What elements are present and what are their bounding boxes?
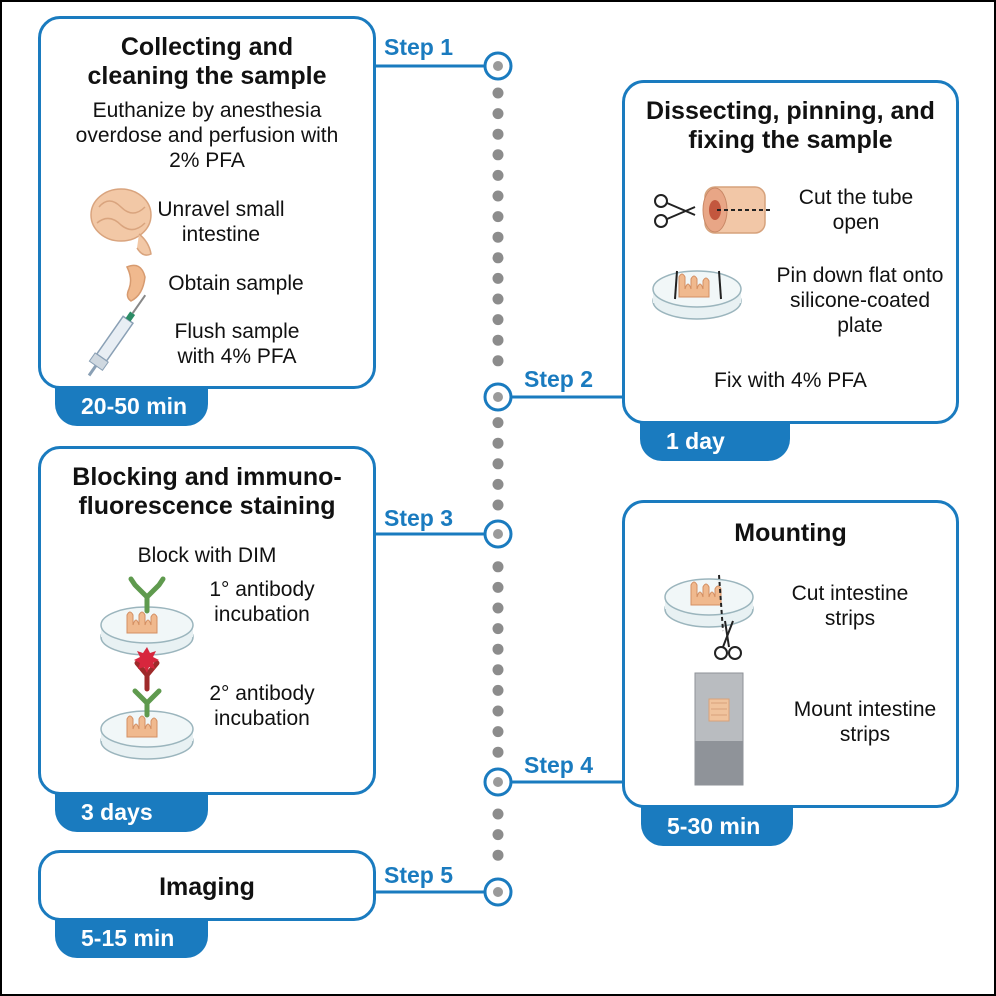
timeline-dot: [492, 499, 504, 511]
step-3-card: Blocking and immuno-fluorescence stainin…: [38, 446, 376, 795]
strip-cut-dish-icon: [664, 574, 754, 632]
timeline-dot: [492, 829, 504, 841]
timeline-dot: [492, 602, 504, 614]
step-2-label: Step 2: [524, 366, 594, 392]
timeline-dot: [492, 458, 504, 470]
step-4-line-2: Mount intestine strips: [793, 698, 937, 746]
timeline-dot: [492, 581, 504, 593]
timeline-dot: [492, 190, 504, 202]
sample-icon: [125, 264, 146, 302]
timeline-dot: [492, 705, 504, 717]
timeline-dot: [492, 664, 504, 676]
primary-antibody-dish-icon: [100, 576, 194, 656]
step-3-line-2: 1° antibody incubation: [209, 578, 315, 626]
step-3-label: Step 3: [384, 505, 454, 531]
timeline-dot: [492, 643, 504, 655]
timeline-dot: [492, 314, 504, 326]
timeline-dot: [492, 623, 504, 635]
step-2-title: Dissecting, pinning, and fixing the samp…: [646, 97, 935, 154]
timeline-node-4: [483, 767, 513, 797]
timeline-dot: [492, 849, 504, 861]
syringe-icon: [87, 294, 147, 377]
timeline-node-2: [483, 382, 513, 412]
step-5-duration: 5-15 min: [55, 918, 208, 958]
timeline-dot: [492, 128, 504, 140]
step-2-line-2: Pin down flat onto silicone-coated plate: [776, 264, 944, 337]
timeline-dot: [492, 231, 504, 243]
step-5-label: Step 5: [384, 862, 454, 888]
step-3-title: Blocking and immuno-fluorescence stainin…: [72, 463, 342, 520]
step-1-title: Collecting and cleaning the sample: [87, 33, 327, 90]
step-1-line-3: Obtain sample: [168, 272, 304, 295]
step-4-card: Mounting Cut intestine strips Mount inte…: [622, 500, 959, 808]
timeline-dot: [492, 726, 504, 738]
step-4-illustrations: [664, 574, 754, 786]
timeline-node-1: [483, 51, 513, 81]
tube-icon: [702, 186, 773, 234]
timeline-dot: [492, 684, 504, 696]
step-2-line-1: Cut the tube open: [798, 186, 914, 234]
slide-icon: [694, 672, 744, 786]
step-3-duration: 3 days: [55, 792, 208, 832]
timeline-dot: [492, 355, 504, 367]
step-5-card: Imaging: [38, 850, 376, 921]
step-3-line-1: Block with DIM: [137, 544, 277, 567]
intestine-icon: [90, 188, 152, 256]
timeline-dot: [492, 272, 504, 284]
timeline-dot: [492, 334, 504, 346]
step-1-line-2: Unravel small intestine: [157, 198, 285, 246]
step-4-label: Step 4: [524, 752, 594, 778]
timeline-dot: [492, 293, 504, 305]
step-1-illustrations: [87, 188, 152, 377]
secondary-antibody-dish-icon: [100, 647, 194, 760]
timeline-dot: [492, 478, 504, 490]
scissors-icon: [714, 620, 742, 660]
step-1-card: Collecting and cleaning the sample Eutha…: [38, 16, 376, 389]
step-5-title: Imaging: [159, 873, 255, 901]
step-1-label: Step 1: [384, 34, 454, 60]
timeline-dot: [492, 211, 504, 223]
timeline-dot: [492, 169, 504, 181]
step-2-line-3: Fix with 4% PFA: [714, 369, 867, 392]
step-4-duration: 5-30 min: [641, 806, 793, 846]
timeline-dot: [492, 808, 504, 820]
step-4-title: Mounting: [734, 519, 847, 547]
step-1-line-4: Flush sample with 4% PFA: [174, 320, 300, 368]
step-1-line-1: Euthanize by anesthesia overdose and per…: [75, 99, 339, 172]
timeline-dots: [492, 87, 504, 861]
pinned-plate-icon: [652, 270, 742, 320]
timeline-dot: [492, 746, 504, 758]
timeline-dot: [492, 87, 504, 99]
timeline-dot: [492, 149, 504, 161]
scissors-icon: [654, 194, 696, 228]
timeline-dot: [492, 108, 504, 120]
step-2-illustrations: [652, 186, 773, 320]
timeline-dot: [492, 417, 504, 429]
timeline-dot: [492, 252, 504, 264]
step-2-duration: 1 day: [640, 421, 790, 461]
step-4-line-1: Cut intestine strips: [791, 582, 909, 630]
step-3-illustrations: [100, 576, 194, 760]
timeline-dot: [492, 561, 504, 573]
step-2-card: Dissecting, pinning, and fixing the samp…: [622, 80, 959, 424]
step-3-line-3: 2° antibody incubation: [209, 682, 315, 730]
step-1-duration: 20-50 min: [55, 386, 208, 426]
timeline-node-5: [483, 877, 513, 907]
timeline-dot: [492, 437, 504, 449]
timeline-node-3: [483, 519, 513, 549]
